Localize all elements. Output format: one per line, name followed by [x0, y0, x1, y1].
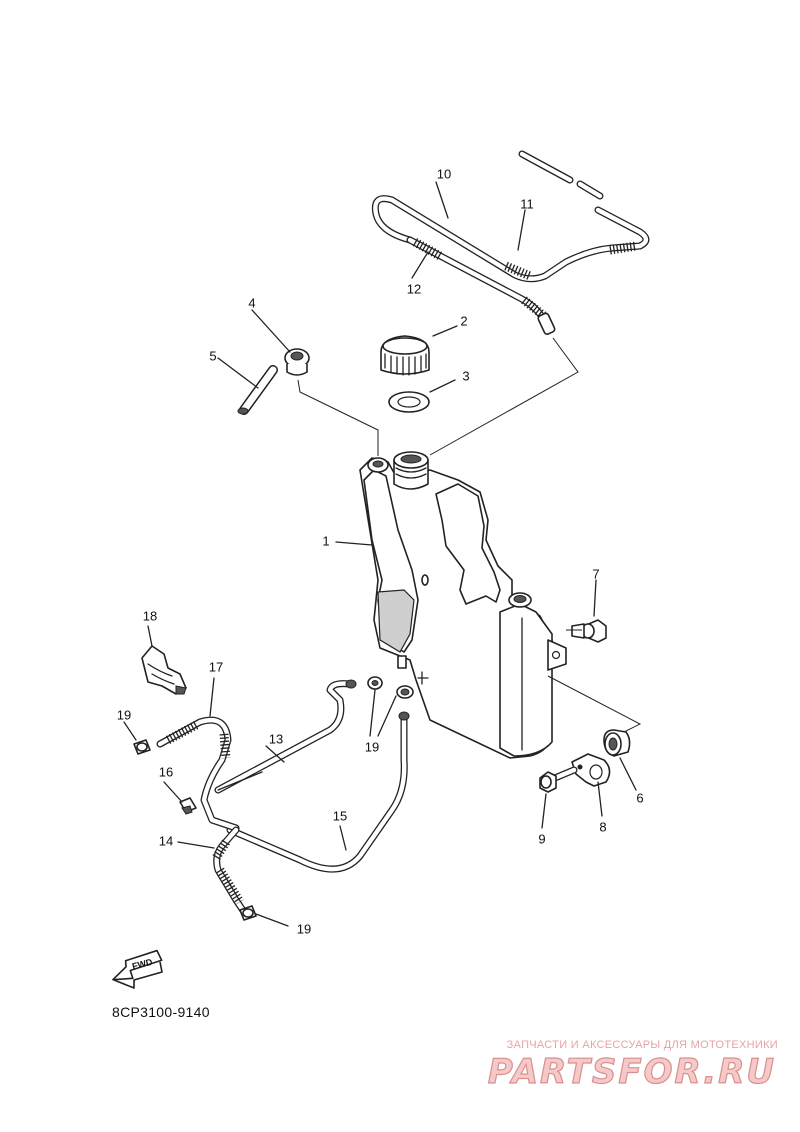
hose-part-14[interactable]: [212, 826, 248, 916]
callout-4[interactable]: 4: [248, 295, 255, 310]
hose-clip-part-19-c[interactable]: [239, 905, 257, 921]
hose-part-17[interactable]: [156, 716, 240, 832]
reservoir-cap-part-2[interactable]: [380, 335, 430, 376]
hose-part-15[interactable]: [226, 711, 410, 873]
callout-19-a[interactable]: 19: [117, 707, 131, 722]
bolt-part-9[interactable]: [539, 766, 578, 793]
callout-18[interactable]: 18: [143, 608, 157, 623]
callout-5[interactable]: 5: [209, 348, 216, 363]
holder-part-18[interactable]: [141, 645, 187, 695]
callout-7[interactable]: 7: [592, 566, 599, 581]
callout-11[interactable]: 11: [520, 196, 534, 211]
callout-15[interactable]: 15: [333, 808, 347, 823]
callout-19-c[interactable]: 19: [297, 921, 311, 936]
hose-clip-part-19-a[interactable]: [133, 739, 151, 755]
cap-gasket-part-3[interactable]: [388, 391, 430, 413]
grommet-leader: [297, 379, 379, 456]
callout-6[interactable]: 6: [636, 790, 643, 805]
callout-2[interactable]: 2: [460, 313, 467, 328]
callout-leaders: [123, 181, 637, 927]
callout-3[interactable]: 3: [462, 368, 469, 383]
hose-assembly-leader: [429, 337, 579, 456]
hose-clip-part-19-b[interactable]: [367, 676, 414, 699]
callout-10[interactable]: 10: [437, 166, 451, 181]
watermark-logo: PARTSFOR.RU: [487, 1051, 776, 1092]
breather-hose-part-10[interactable]: [371, 195, 650, 283]
grommet-part-4[interactable]: [284, 348, 310, 376]
callout-19-b[interactable]: 19: [365, 739, 379, 754]
clip-part-16[interactable]: [179, 797, 197, 815]
callout-17[interactable]: 17: [209, 659, 223, 674]
callout-16[interactable]: 16: [159, 764, 173, 779]
tab-leader: [547, 675, 642, 735]
overflow-hose-part-12[interactable]: [406, 236, 556, 335]
hose-cut-ends: [518, 150, 604, 200]
forward-direction-arrow: FWD: [112, 949, 163, 989]
hose-part-13[interactable]: [214, 679, 357, 794]
callout-8[interactable]: 8: [599, 819, 606, 834]
diagram-code: 8CP3100-9140: [112, 1004, 210, 1020]
bracket-part-8[interactable]: [571, 753, 611, 787]
damper-part-6[interactable]: [603, 729, 631, 757]
callout-14[interactable]: 14: [159, 833, 173, 848]
callout-13[interactable]: 13: [269, 731, 283, 746]
callout-12[interactable]: 12: [407, 281, 421, 296]
mount-grommet-part-7[interactable]: [571, 619, 607, 643]
callout-1[interactable]: 1: [322, 533, 329, 548]
callout-numbers: 1 2 3 4 5 6 7 8 9 10 11 12 13 14 15 16 1…: [117, 166, 644, 936]
fwd-label: FWD: [131, 957, 154, 972]
short-hose-part-5[interactable]: [237, 365, 278, 415]
callout-9[interactable]: 9: [538, 831, 545, 846]
watermark-tagline: ЗАПЧАСТИ И АКСЕССУАРЫ ДЛЯ МОТОТЕХНИКИ: [506, 1039, 778, 1051]
coolant-reservoir-tank-part-1[interactable]: [359, 451, 567, 759]
